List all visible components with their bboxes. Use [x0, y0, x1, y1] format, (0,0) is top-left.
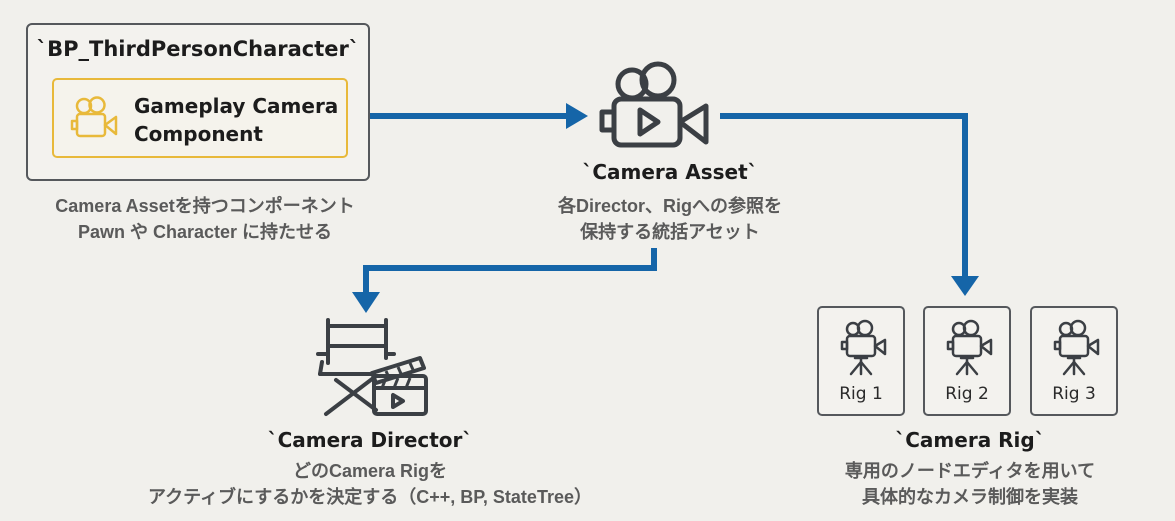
camera-director-caption: どのCamera Rigを アクティブにするかを決定する（C++, BP, St…	[80, 458, 660, 510]
component-caption-line2: Pawn や Character に持たせる	[77, 222, 333, 242]
inner-label-line1: Gameplay Camera	[134, 94, 339, 118]
rig-card: Rig 2	[923, 306, 1011, 416]
movie-camera-play-icon	[599, 61, 709, 148]
arrowhead-director	[352, 292, 380, 313]
bp-third-person-character-title: `BP_ThirdPersonCharacter`	[36, 37, 360, 61]
camera-director-caption-line2: アクティブにするかを決定する（C++, BP, StateTree）	[148, 487, 592, 507]
component-caption-line1: Camera Assetを持つコンポーネント	[55, 196, 355, 216]
camera-asset-caption-line2: 保持する統括アセット	[580, 222, 760, 242]
gameplay-camera-component-box: Gameplay Camera Component	[52, 78, 348, 158]
arrowhead-rig	[951, 276, 979, 296]
arrow-asset-to-rig	[720, 113, 968, 278]
movie-camera-icon	[70, 96, 118, 138]
camera-rig-caption-line1: 専用のノードエディタを用いて	[844, 461, 1096, 481]
arrowhead-asset	[566, 103, 588, 129]
arrow-asset-to-director	[363, 248, 657, 295]
bp-third-person-character-box: `BP_ThirdPersonCharacter` Gameplay Camer…	[26, 23, 370, 181]
component-caption: Camera Assetを持つコンポーネント Pawn や Character …	[20, 193, 390, 245]
camera-asset-title: `Camera Asset`	[582, 160, 758, 184]
camera-rig-caption: 専用のノードエディタを用いて 具体的なカメラ制御を実装	[790, 458, 1150, 510]
camera-asset-caption-line1: 各Director、Rigへの参照を	[557, 196, 782, 216]
rig-label: Rig 3	[1052, 384, 1096, 404]
camera-tripod-icon	[946, 319, 993, 376]
inner-label-line2: Component	[134, 122, 263, 146]
rig-label: Rig 1	[839, 384, 883, 404]
camera-asset-caption: 各Director、Rigへの参照を 保持する統括アセット	[500, 193, 840, 245]
gameplay-camera-component-label: Gameplay Camera Component	[134, 92, 338, 148]
rig-card: Rig 3	[1030, 306, 1118, 416]
camera-director-title: `Camera Director`	[267, 428, 473, 452]
camera-tripod-icon	[1053, 319, 1100, 376]
camera-rig-caption-line2: 具体的なカメラ制御を実装	[862, 487, 1078, 507]
director-chair-clapperboard-icon	[316, 318, 428, 416]
camera-rig-title: `Camera Rig`	[895, 428, 1045, 452]
rig-card: Rig 1	[817, 306, 905, 416]
camera-director-caption-line1: どのCamera Rigを	[292, 461, 448, 481]
rig-label: Rig 2	[945, 384, 989, 404]
camera-tripod-icon	[840, 319, 887, 376]
